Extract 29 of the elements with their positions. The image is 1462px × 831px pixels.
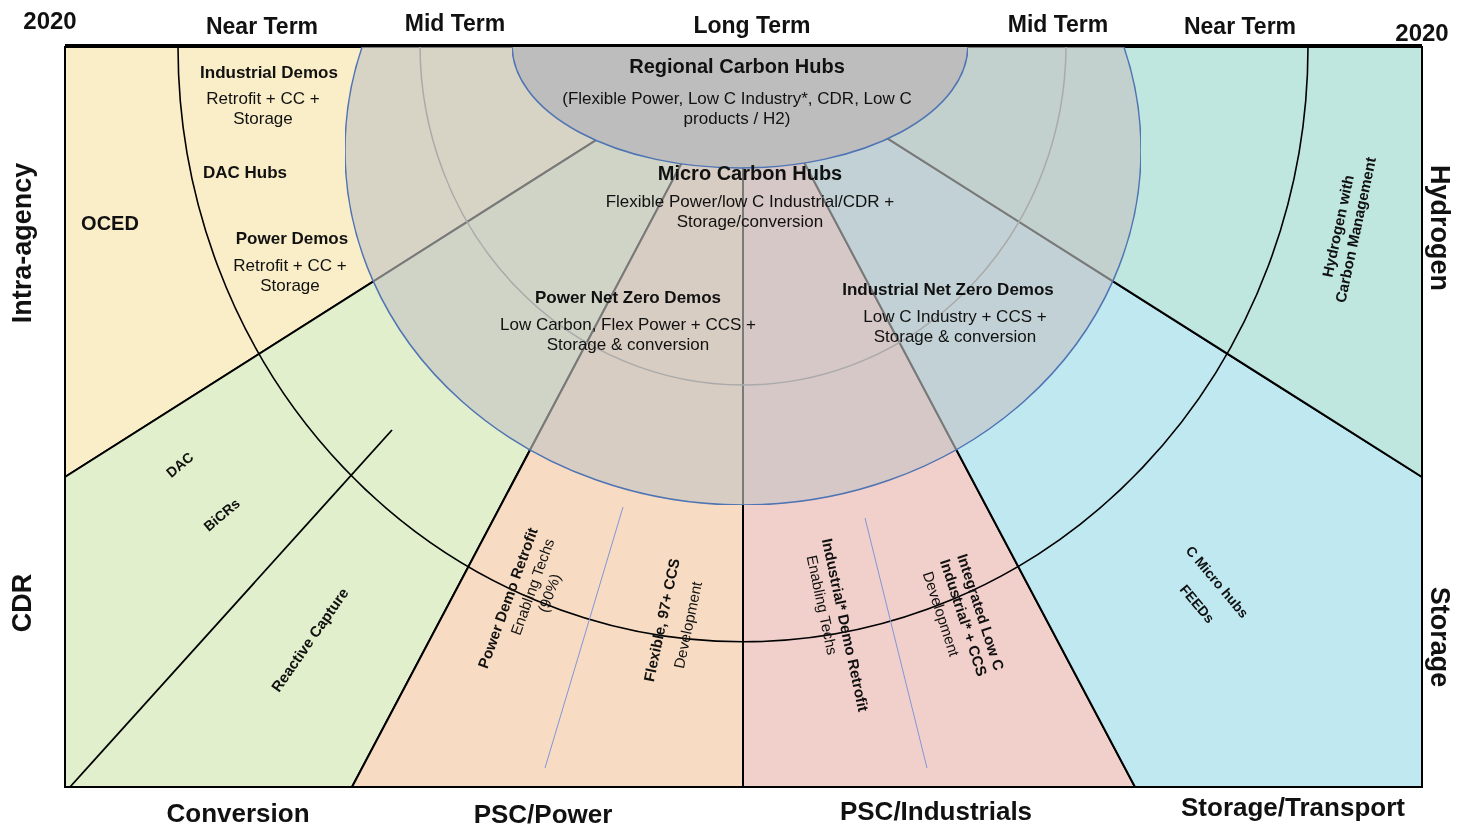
axis-label: Conversion (166, 798, 310, 830)
body-text: Flexible Power/low C Industrial/CDR + Storage/conversion (604, 191, 896, 233)
item-heading: DAC Hubs (202, 162, 288, 184)
axis-label: Near Term (205, 13, 319, 41)
axis-label: Storage/Transport (1181, 792, 1405, 824)
body-text: Low C Industry + CCS + Storage & conversion (862, 306, 1048, 348)
item-heading: Industrial Demos (200, 62, 338, 84)
axis-label: Near Term (1183, 13, 1297, 41)
axis-label: CDR (5, 573, 38, 633)
axis-label: Intra-agency (5, 162, 38, 324)
item-text: Retrofit + CC + Storage (232, 255, 348, 297)
axis-label: Mid Term (404, 10, 506, 38)
heading-text: Industrial Net Zero Demos (842, 279, 1054, 301)
axis-label: Long Term (693, 12, 811, 40)
axis-label: PSC/Power (473, 799, 613, 831)
item-heading: Power Demos (235, 228, 349, 250)
heading-text: Regional Carbon Hubs (629, 54, 845, 78)
axis-label: 2020 (23, 6, 77, 36)
item-text: Retrofit + CC + Storage (205, 88, 321, 130)
heading-text: Micro Carbon Hubs (657, 161, 843, 185)
body-text: Low Carbon, Flex Power + CCS + Storage & conversion (498, 314, 758, 356)
axis-label: 2020 (1395, 18, 1449, 48)
body-text: (Flexible Power, Low C Industry*, CDR, Low C products / H2) (561, 88, 913, 130)
axis-label: Storage (1424, 586, 1457, 688)
item-heading: OCED (81, 211, 139, 235)
heading-text: Power Net Zero Demos (534, 287, 722, 309)
axis-label: PSC/Industrials (839, 796, 1033, 828)
axis-label: Mid Term (1007, 11, 1109, 39)
axis-label: Hydrogen (1424, 165, 1457, 291)
